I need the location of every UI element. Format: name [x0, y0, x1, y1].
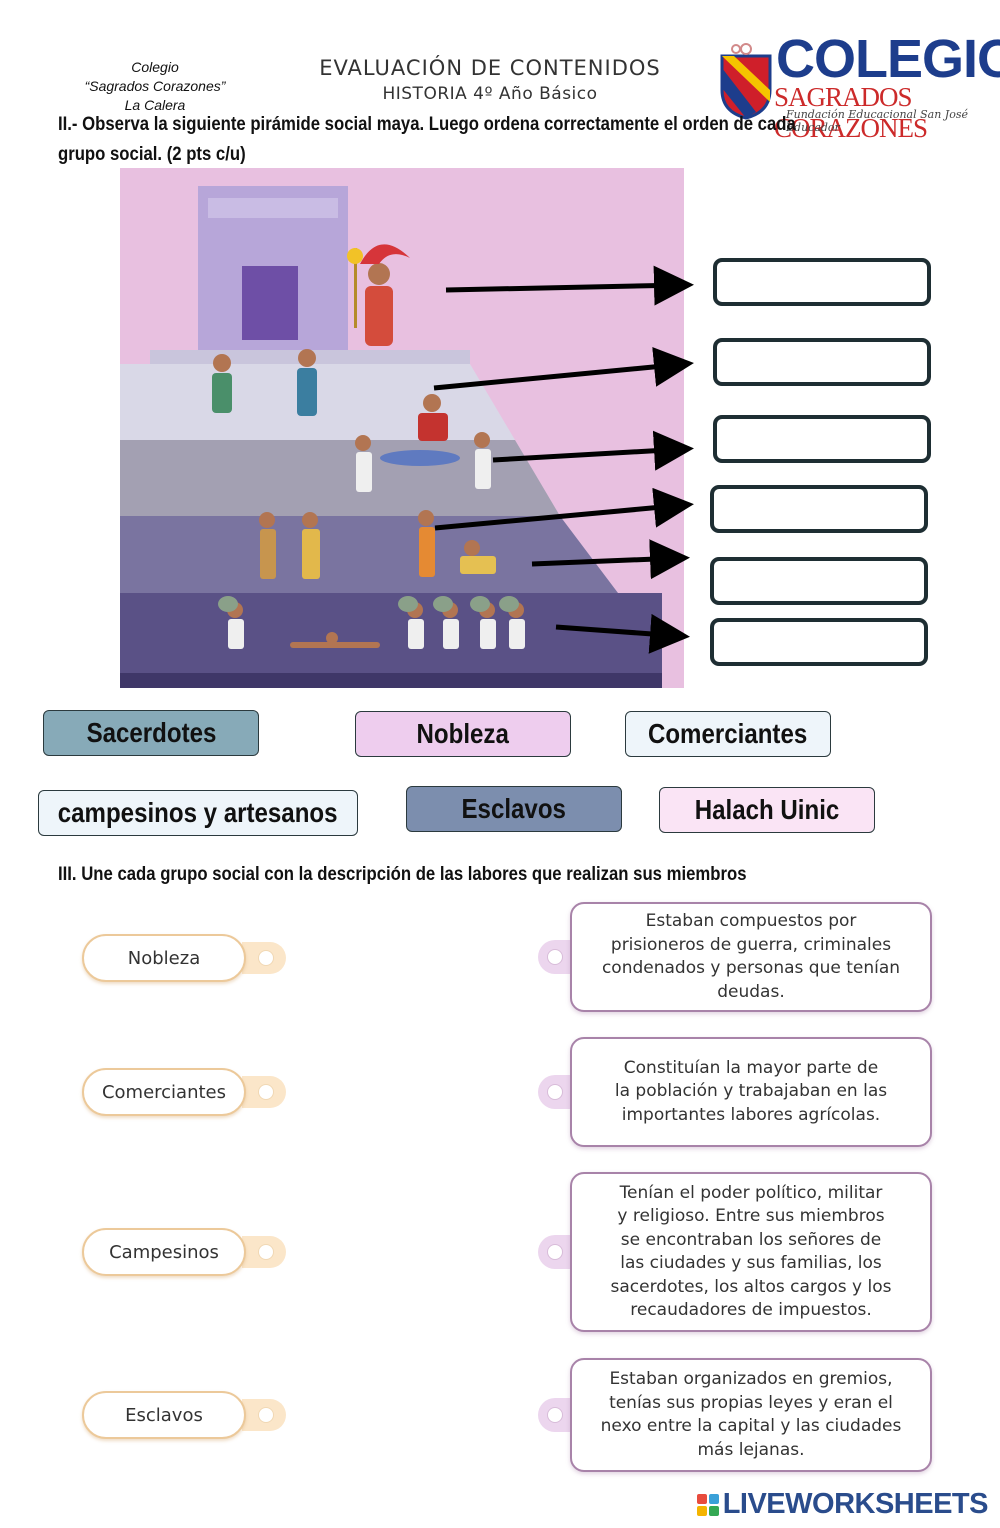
answer-box-2[interactable]	[713, 338, 931, 386]
pill-label: Nobleza	[82, 934, 246, 982]
school-line: “Sagrados Corazones”	[84, 78, 226, 94]
answer-box-5[interactable]	[710, 557, 928, 605]
description-card-2[interactable]: Constituían la mayor parte de la poblaci…	[538, 1037, 934, 1147]
pill-label: Esclavos	[82, 1391, 246, 1439]
group-pill-nobleza[interactable]: Nobleza	[82, 934, 286, 982]
section2-instruction-line2: grupo social. (2 pts c/u)	[58, 144, 246, 165]
description-text: Estaban organizados en gremios, tenías s…	[570, 1358, 932, 1472]
answer-box-1[interactable]	[713, 258, 931, 306]
pill-label: Comerciantes	[82, 1068, 246, 1116]
school-line: La Calera	[124, 97, 186, 113]
maya-social-pyramid-illustration	[120, 168, 684, 688]
match-dot-icon[interactable]	[547, 1244, 563, 1260]
shield-icon	[720, 43, 772, 120]
word-chip-nobleza[interactable]: Nobleza	[355, 711, 571, 757]
word-chip-label: Nobleza	[416, 718, 510, 749]
match-dot-icon[interactable]	[258, 1084, 274, 1100]
word-chip-label: Comerciantes	[648, 718, 808, 749]
school-line: Colegio	[131, 59, 179, 75]
word-chip-label: Sacerdotes	[86, 717, 216, 748]
evaluation-title: EVALUACIÓN DE CONTENIDOS	[319, 56, 661, 80]
group-pill-comerciantes[interactable]: Comerciantes	[82, 1068, 286, 1116]
section3-instruction: III. Une cada grupo social con la descri…	[58, 864, 747, 885]
answer-box-6[interactable]	[710, 618, 928, 666]
match-dot-icon[interactable]	[547, 1084, 563, 1100]
description-card-3[interactable]: Tenían el poder político, militar y reli…	[538, 1172, 934, 1332]
match-dot-icon[interactable]	[258, 1244, 274, 1260]
logo-word: COLEGIO	[776, 29, 1000, 89]
word-chip-sacerdotes[interactable]: Sacerdotes	[43, 710, 259, 756]
liveworksheets-brand: LIVEWORKSHEETS	[696, 1488, 989, 1521]
liveworksheets-logo-icon	[696, 1493, 719, 1516]
word-chip-comerciantes[interactable]: Comerciantes	[625, 711, 831, 757]
school-name: Colegio “Sagrados Corazones” La Calera	[70, 58, 240, 115]
word-chip-label: Esclavos	[461, 793, 567, 824]
match-dot-icon[interactable]	[547, 949, 563, 965]
match-dot-icon[interactable]	[258, 1407, 274, 1423]
match-dot-icon[interactable]	[547, 1407, 563, 1423]
match-dot-icon[interactable]	[258, 950, 274, 966]
evaluation-subtitle: HISTORIA 4º Año Básico	[382, 84, 598, 104]
description-text: Constituían la mayor parte de la poblaci…	[570, 1037, 932, 1147]
description-card-4[interactable]: Estaban organizados en gremios, tenías s…	[538, 1358, 934, 1472]
answer-box-4[interactable]	[710, 485, 928, 533]
group-pill-campesinos[interactable]: Campesinos	[82, 1228, 286, 1276]
word-chip-halach-uinic[interactable]: Halach Uinic	[659, 787, 875, 833]
pill-label: Campesinos	[82, 1228, 246, 1276]
description-text: Estaban compuestos por prisioneros de gu…	[570, 902, 932, 1012]
logo-script: Fundación Educacional San José Educador	[786, 108, 968, 134]
brand-name: LIVEWORKSHEETS	[722, 1488, 989, 1520]
word-chip-campesinos-y-artesanos[interactable]: campesinos y artesanos	[38, 790, 358, 836]
section2-instruction-line1: II.- Observa la siguiente pirámide socia…	[58, 114, 796, 135]
school-logo: COLEGIO SAGRADOS CORAZONES Fundación Edu…	[704, 28, 1000, 143]
description-card-1[interactable]: Estaban compuestos por prisioneros de gu…	[538, 902, 934, 1012]
answer-box-3[interactable]	[713, 415, 931, 463]
logo-subtitle: SAGRADOS CORAZONES	[774, 82, 928, 143]
word-chip-label: campesinos y artesanos	[58, 797, 338, 828]
word-chip-label: Halach Uinic	[694, 794, 840, 825]
group-pill-esclavos[interactable]: Esclavos	[82, 1391, 286, 1439]
description-text: Tenían el poder político, militar y reli…	[570, 1172, 932, 1332]
word-chip-esclavos[interactable]: Esclavos	[406, 786, 622, 832]
